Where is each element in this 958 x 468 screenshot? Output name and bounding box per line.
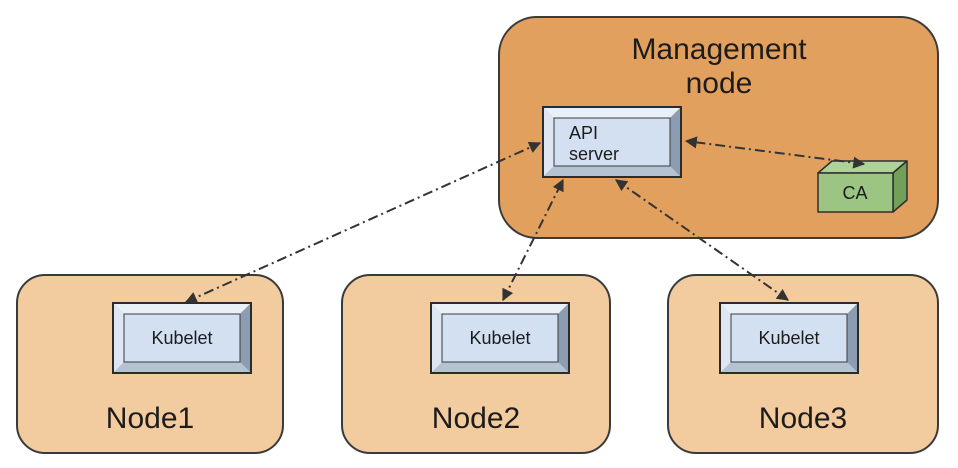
kubelet3-group: Kubelet — [718, 301, 860, 375]
ca-group: CA — [817, 160, 908, 213]
ca-box-front-face — [817, 172, 894, 213]
node3-label: Node3 — [759, 402, 847, 435]
api-server-group: API server — [541, 105, 683, 179]
kubelet1-group: Kubelet — [111, 301, 253, 375]
connection-apiserver-ca — [684, 136, 866, 169]
connection-apiserver-kubelet3 — [615, 179, 789, 301]
connection-apiserver-kubelet2 — [502, 178, 564, 302]
api-server-box — [541, 105, 683, 179]
node1-label: Node1 — [106, 402, 194, 435]
kubelet3-label: Kubelet — [758, 328, 819, 348]
connections-group — [184, 136, 866, 304]
node2-label: Node2 — [432, 402, 520, 435]
kubelet1-label: Kubelet — [151, 328, 212, 348]
api-server-label-line2: server — [569, 144, 619, 164]
kubelet2-group: Kubelet — [429, 301, 571, 375]
api-server-label-line1: API — [569, 123, 598, 143]
management-node-title-line2: node — [686, 67, 753, 100]
management-node-title-line1: Management — [631, 33, 807, 66]
connection-apiserver-kubelet1 — [184, 141, 542, 304]
ca-label: CA — [842, 183, 867, 203]
kubelet2-label: Kubelet — [469, 328, 530, 348]
